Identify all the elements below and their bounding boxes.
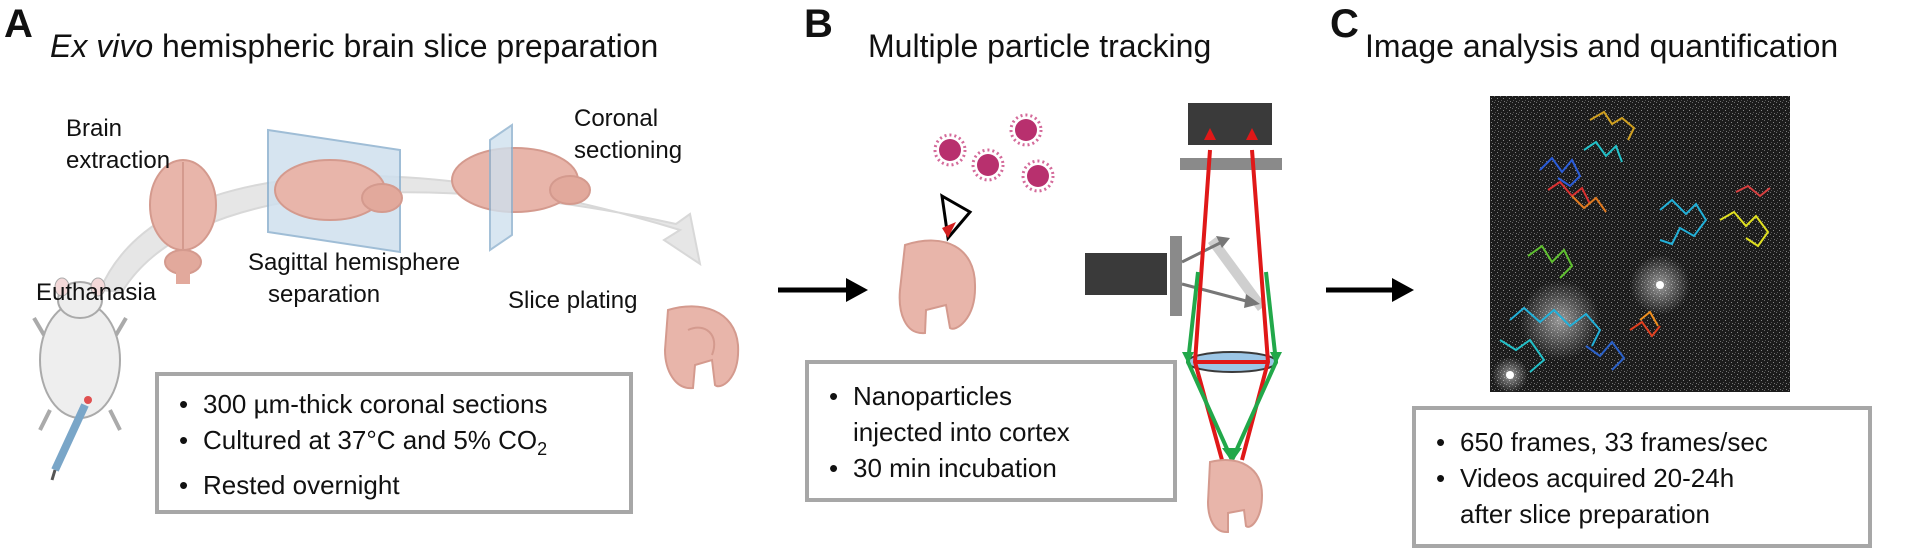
panel-a-bullet-2-subscript: 2 <box>537 439 548 460</box>
step-brain-extraction-line1: Brain <box>66 115 123 142</box>
panel-a-letter: A <box>4 2 33 46</box>
panel-b-bullet-1: Nanoparticles injected into cortex <box>823 378 1173 450</box>
step-sagittal-line2: separation <box>268 281 381 308</box>
syringe-icon <box>50 403 89 481</box>
filter-icon <box>1180 158 1282 170</box>
step-coronal-line1: Coronal <box>574 105 659 132</box>
panel-c-bullet-2-line1: Videos acquired 20-24h <box>1460 463 1735 493</box>
step-euthanasia: Euthanasia <box>36 279 157 306</box>
panel-b-bullet-1-line2: injected into cortex <box>853 417 1070 447</box>
camera-icon <box>1188 103 1272 145</box>
step-sagittal-line1: Sagittal hemisphere <box>248 249 461 276</box>
panel-c-summary-box: 650 frames, 33 frames/sec Videos acquire… <box>1412 406 1872 548</box>
panel-b-title: Multiple particle tracking <box>868 28 1212 64</box>
panel-a-bullet-2-text: Cultured at 37°C and 5% CO <box>203 425 538 455</box>
sample-slice-icon <box>1206 459 1264 534</box>
panel-b-summary-box: Nanoparticles injected into cortex 30 min… <box>805 360 1177 502</box>
pipette-icon <box>940 193 973 242</box>
panel-c-bullet-1: 650 frames, 33 frames/sec <box>1430 424 1868 460</box>
panel-a-bullet-1: 300 µm-thick coronal sections <box>173 386 629 422</box>
excitation-filter-icon <box>1170 236 1182 316</box>
excitation-beam <box>1192 149 1271 461</box>
panel-c-bullet-2-line2: after slice preparation <box>1460 499 1711 529</box>
panel-c-letter: C <box>1330 2 1359 46</box>
coronal-plane-icon <box>451 123 591 252</box>
step-coronal-line2: sectioning <box>574 137 683 164</box>
panel-a-title-rest: hemispheric brain slice preparation <box>153 28 659 64</box>
panel-a-title: Ex vivo hemispheric brain slice preparat… <box>50 30 658 62</box>
coronal-slice-icon <box>663 305 740 390</box>
brain-top-view-icon <box>149 159 217 284</box>
panel-c-title: Image analysis and quantification <box>1365 28 1839 64</box>
mouse-icon <box>32 277 128 431</box>
dichroic-mirror-icon <box>1207 237 1267 311</box>
sagittal-plane-icon <box>267 128 403 254</box>
panel-b-letter: B <box>804 2 833 46</box>
panel-b-bullet-2: 30 min incubation <box>823 450 1173 486</box>
step-brain-extraction-line2: extraction <box>66 147 171 174</box>
brain-slice-icon <box>898 239 977 335</box>
panel-c-bullet-2: Videos acquired 20-24h after slice prepar… <box>1430 460 1868 532</box>
nanoparticle-icon <box>933 113 1055 193</box>
process-arrow <box>98 175 702 294</box>
step-slice-plating: Slice plating <box>508 287 638 314</box>
panel-a-title-italic: Ex vivo <box>50 28 154 64</box>
panel-b-bullet-1-line1: Nanoparticles <box>853 381 1012 411</box>
particle-trajectories <box>1499 110 1771 373</box>
panel-a-bullet-2: Cultured at 37°C and 5% CO2 <box>173 422 629 467</box>
panel-a-summary-box: 300 µm-thick coronal sections Cultured a… <box>155 372 633 514</box>
panel-a-bullet-3: Rested overnight <box>173 467 629 503</box>
light-source-icon <box>1085 253 1167 295</box>
